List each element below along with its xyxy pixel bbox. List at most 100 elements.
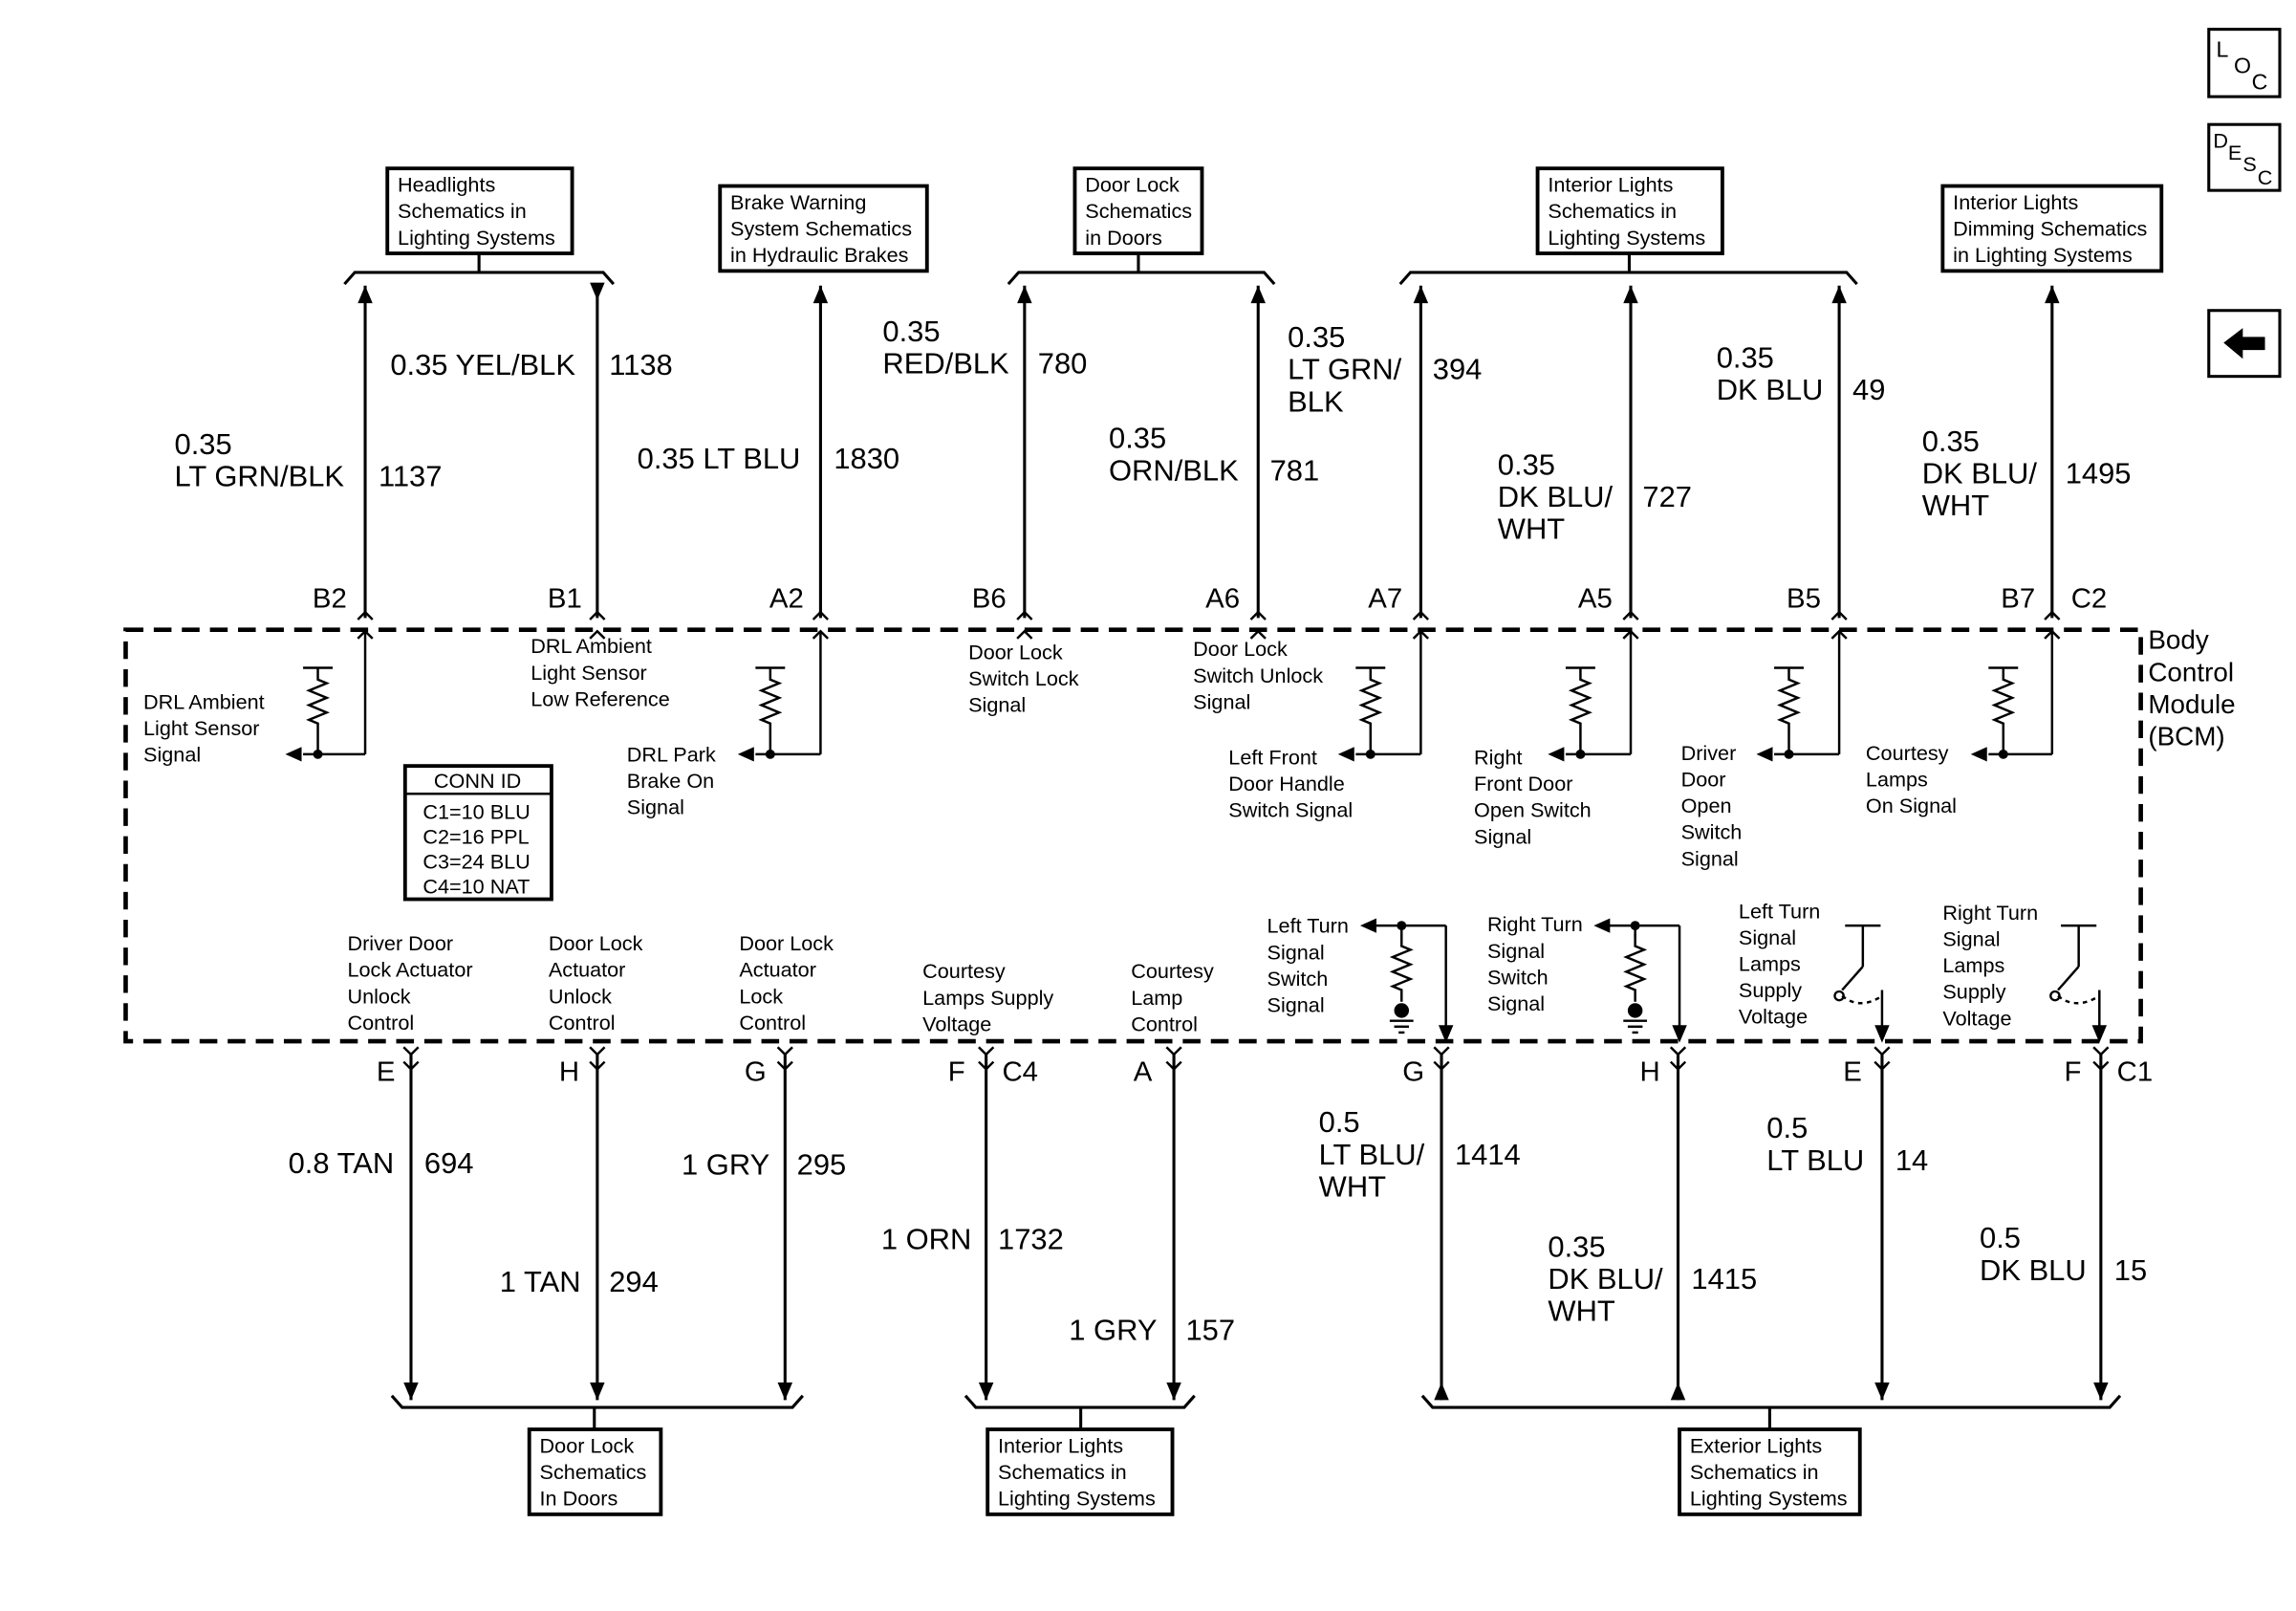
bcm-internal-label-line: Control xyxy=(1131,1012,1198,1035)
top-wire-circuit: 781 xyxy=(1270,454,1320,488)
top-wire-color-line: 0.35 xyxy=(1109,422,1166,455)
top-ref-box-3-text-line: Interior Lights xyxy=(1548,174,1673,197)
bcm-internal-label-line: Open xyxy=(1681,795,1732,817)
bottom-wire-color-line: 1 ORN xyxy=(881,1223,971,1256)
connector-c1-label: C1 xyxy=(2117,1057,2154,1088)
bottom-ref-box-1 xyxy=(986,1427,1175,1516)
top-wire-circuit: 1830 xyxy=(834,442,899,475)
bottom-wire-circuit: 1414 xyxy=(1455,1138,1521,1171)
top-bracket-headlights xyxy=(343,271,616,286)
bottom-wire-arrow-15 xyxy=(2093,1382,2109,1401)
bottom-ref-box-2-text-line: Lighting Systems xyxy=(1690,1488,1848,1511)
top-ref-box-0-text-line: Schematics in xyxy=(398,200,527,223)
top-bcm-chevron-A5 xyxy=(1622,629,1639,640)
bcm-internal-label-line: Courtesy xyxy=(1131,960,1214,983)
top-ref-box-4 xyxy=(1940,184,2164,273)
bcm-internal-label-line: Open Switch xyxy=(1474,799,1592,822)
conn-id-entry-line: C1=10 BLU xyxy=(422,800,530,823)
bcm-internal-label-line: Light Sensor xyxy=(531,662,646,685)
bcm-internal-label-line: Switch Signal xyxy=(1228,799,1353,822)
right-turn-pulldown-resistor xyxy=(1623,934,1648,1002)
bottom-bcm-chevron-E xyxy=(402,1046,420,1056)
top-wire-arrow-780 xyxy=(1017,285,1032,304)
top-pin-label: B1 xyxy=(548,584,582,615)
bcm-internal-label-line: Signal xyxy=(1474,825,1531,848)
bottom-wire-circuit: 1415 xyxy=(1691,1262,1757,1295)
bcm-internal-label-line: Signal xyxy=(1267,994,1325,1017)
bottom-pin-chevron-E xyxy=(402,1060,420,1071)
bottom-wire-circuit: 295 xyxy=(797,1148,847,1182)
bcm-internal-label-line: Left Turn xyxy=(1267,915,1349,938)
top-ref-box-1-text-line: Brake Warning xyxy=(730,191,866,214)
connector-c4-label: C4 xyxy=(1002,1057,1038,1088)
top-wire-arrow-781 xyxy=(1250,285,1266,304)
bottom-pin-chevron-A xyxy=(1165,1060,1182,1071)
loc-letter-l: L xyxy=(2217,37,2229,62)
bcm-internal-label-line: Light Sensor xyxy=(143,717,259,740)
bottom-ref-box-1-text-line: Lighting Systems xyxy=(998,1488,1156,1511)
drl-ambient-signal-arrow xyxy=(285,747,302,762)
top-wire-color-line: RED/BLK xyxy=(882,347,1009,381)
bcm-internal-label-line: Switch Lock xyxy=(968,667,1079,690)
bottom-wire-arrow-1732 xyxy=(978,1382,994,1401)
top-pin-label: A7 xyxy=(1368,584,1402,615)
bottom-wire-color-line: LT BLU xyxy=(1766,1143,1864,1177)
bcm-label-line: Body xyxy=(2148,625,2209,655)
right-turn-output-arrow xyxy=(1672,1025,1687,1043)
desc-button[interactable]: D E S C xyxy=(2207,122,2282,192)
bottom-wire-arrow-157 xyxy=(1166,1382,1181,1401)
bcm-internal-label-line: Signal xyxy=(1681,847,1739,870)
bottom-bcm-chevron-H xyxy=(589,1046,606,1056)
bcm-internal-label-line: Lamps Supply xyxy=(922,987,1053,1010)
bcm-internal-label-line: Signal xyxy=(1739,926,1796,949)
bcm-internal-label-line: Control xyxy=(739,1012,806,1034)
top-ref-box-3-text-line: Lighting Systems xyxy=(1548,227,1705,250)
top-wire-circuit: 1137 xyxy=(379,460,442,493)
bcm-internal-label-line: Lamps xyxy=(1739,953,1801,976)
top-bcm-chevron-A6 xyxy=(1249,629,1267,640)
bcm-internal-label-line: Low Reference xyxy=(531,687,670,710)
top-ref-box-0-text-line: Headlights xyxy=(398,174,495,197)
top-pin-chevron-B6 xyxy=(1016,610,1033,620)
right-front-door-pullup-resistor xyxy=(1568,667,1592,735)
top-wire-arrow-1138 xyxy=(590,282,605,301)
bottom-pin-chevron-F xyxy=(2092,1060,2110,1071)
top-wire-color-line: 0.35 YEL/BLK xyxy=(390,348,575,381)
driver-door-pullup-resistor xyxy=(1777,667,1802,735)
right-front-door-signal-arrow xyxy=(1548,747,1565,762)
top-ref-box-2-text-line: Door Lock xyxy=(1085,174,1180,197)
bottom-bcm-chevron-F xyxy=(2092,1046,2110,1056)
bcm-label-line: Control xyxy=(2148,657,2234,686)
top-wire-color-line: DK BLU/ xyxy=(1498,480,1614,513)
courtesy-on-signal-arrow xyxy=(1970,747,1987,762)
top-pin-chevron-B1 xyxy=(589,610,606,620)
bottom-wire-color-line: 1 GRY xyxy=(682,1148,769,1182)
desc-letter-c: C xyxy=(2258,166,2273,189)
bottom-ref-box-0-text-line: In Doors xyxy=(540,1488,618,1511)
driver-door-junction xyxy=(1784,749,1794,759)
loc-button[interactable]: L O C xyxy=(2207,28,2282,98)
loc-letter-o: O xyxy=(2234,54,2251,78)
bcm-label-line: Module xyxy=(2148,689,2235,719)
bottom-wire-color-line: WHT xyxy=(1319,1170,1387,1204)
bcm-internal-label-line: Lamp xyxy=(1131,987,1182,1010)
bottom-wire-arrow-14 xyxy=(1874,1382,1890,1401)
right-turn-signal-arrow xyxy=(1593,918,1611,933)
left-front-door-junction xyxy=(1365,749,1375,759)
bottom-ref-box-2-text-line: Exterior Lights xyxy=(1690,1435,1822,1458)
bottom-wire-color-line: DK BLU xyxy=(1980,1253,2087,1287)
back-button[interactable] xyxy=(2207,309,2282,379)
drl-ambient-junction xyxy=(313,749,323,759)
bottom-pin-label: F xyxy=(948,1057,965,1088)
bcm-internal-label-line: Switch xyxy=(1267,968,1329,991)
bcm-internal-label-line: Front Door xyxy=(1474,773,1572,795)
bcm-internal-label-line: Right Turn xyxy=(1487,913,1583,936)
bottom-wire-color-line: 1 TAN xyxy=(500,1265,581,1298)
bcm-internal-label-line: Door Lock xyxy=(739,932,834,955)
bcm-internal-label-line: Unlock xyxy=(347,985,410,1008)
left-turn-signal-arrow xyxy=(1359,918,1376,933)
bcm-internal-label-line: Left Turn xyxy=(1739,901,1820,924)
top-bcm-chevron-B7 xyxy=(2044,629,2061,640)
top-pin-label: A5 xyxy=(1578,584,1613,615)
connector-c2-label: C2 xyxy=(2071,584,2108,615)
